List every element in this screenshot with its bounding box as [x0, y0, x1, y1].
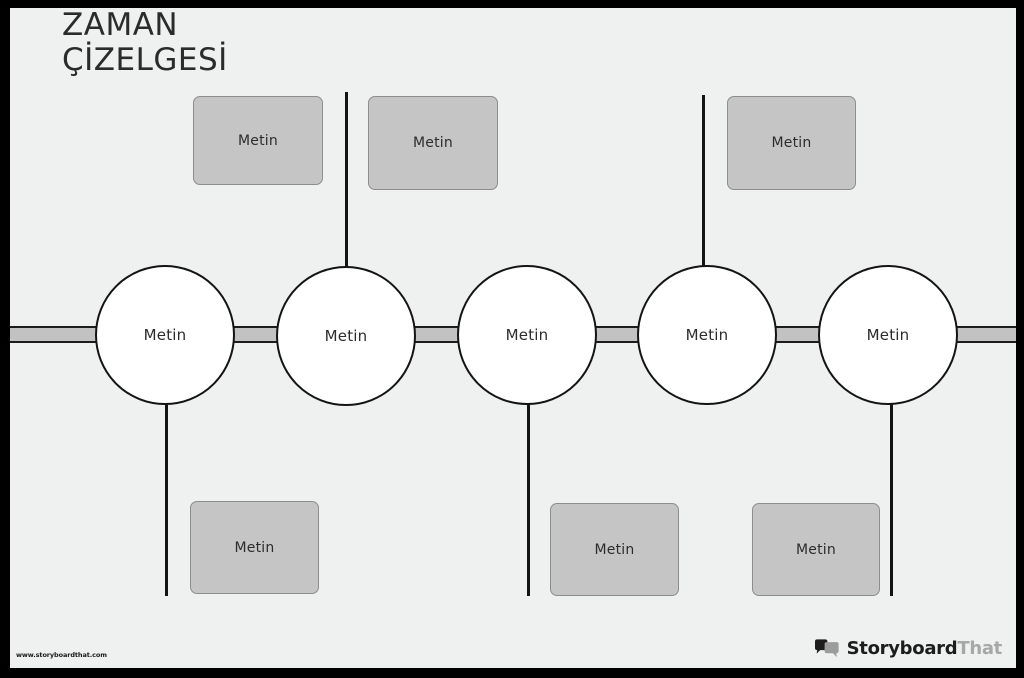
logo-word-that: That: [957, 637, 1002, 659]
callout-label: Metin: [234, 539, 275, 556]
timeline-node-label: Metin: [685, 326, 729, 344]
callout-bottom-1[interactable]: Metin: [190, 501, 319, 594]
logo-word-storyboard: Storyboard: [846, 637, 958, 659]
callout-top-1[interactable]: Metin: [193, 96, 323, 185]
timeline-node-label: Metin: [324, 327, 368, 345]
connector-stem-top-2: [345, 92, 348, 270]
timeline-node-label: Metin: [505, 326, 549, 344]
callout-label: Metin: [413, 135, 453, 151]
speech-bubbles-icon: [814, 639, 840, 658]
callout-label: Metin: [796, 541, 836, 558]
logo-wordmark: StoryboardThat: [846, 637, 1003, 659]
callout-bottom-3[interactable]: Metin: [752, 503, 880, 596]
connector-stem-top-4: [702, 95, 705, 270]
timeline-rail-segment-3: [593, 326, 639, 343]
timeline-rail-segment-4: [774, 326, 820, 343]
connector-stem-bottom-5: [890, 400, 893, 596]
timeline-node-2[interactable]: Metin: [276, 266, 416, 406]
callout-label: Metin: [238, 132, 278, 149]
timeline-node-label: Metin: [143, 326, 187, 344]
connector-stem-bottom-1: [165, 400, 168, 596]
callout-label: Metin: [771, 135, 812, 151]
timeline-rail-segment-2: [412, 326, 458, 343]
page-title: ZAMAN ÇİZELGESİ: [62, 8, 228, 78]
poster-canvas: ZAMAN ÇİZELGESİ Metin Metin Metin Metin …: [10, 8, 1016, 668]
timeline-node-4[interactable]: Metin: [637, 265, 777, 405]
callout-top-3[interactable]: Metin: [727, 96, 856, 190]
callout-top-2[interactable]: Metin: [368, 96, 498, 190]
storyboardthat-logo: StoryboardThat: [814, 639, 1002, 658]
timeline-node-label: Metin: [866, 326, 910, 344]
timeline-rail-segment-left: [10, 326, 110, 343]
timeline-node-3[interactable]: Metin: [457, 265, 597, 405]
timeline-node-5[interactable]: Metin: [818, 265, 958, 405]
timeline-rail-segment-right: [955, 326, 1016, 343]
connector-stem-bottom-3: [527, 400, 530, 596]
callout-label: Metin: [594, 541, 635, 558]
timeline-node-1[interactable]: Metin: [95, 265, 235, 405]
callout-bottom-2[interactable]: Metin: [550, 503, 679, 596]
footer-website-url: www.storyboardthat.com: [16, 651, 107, 659]
